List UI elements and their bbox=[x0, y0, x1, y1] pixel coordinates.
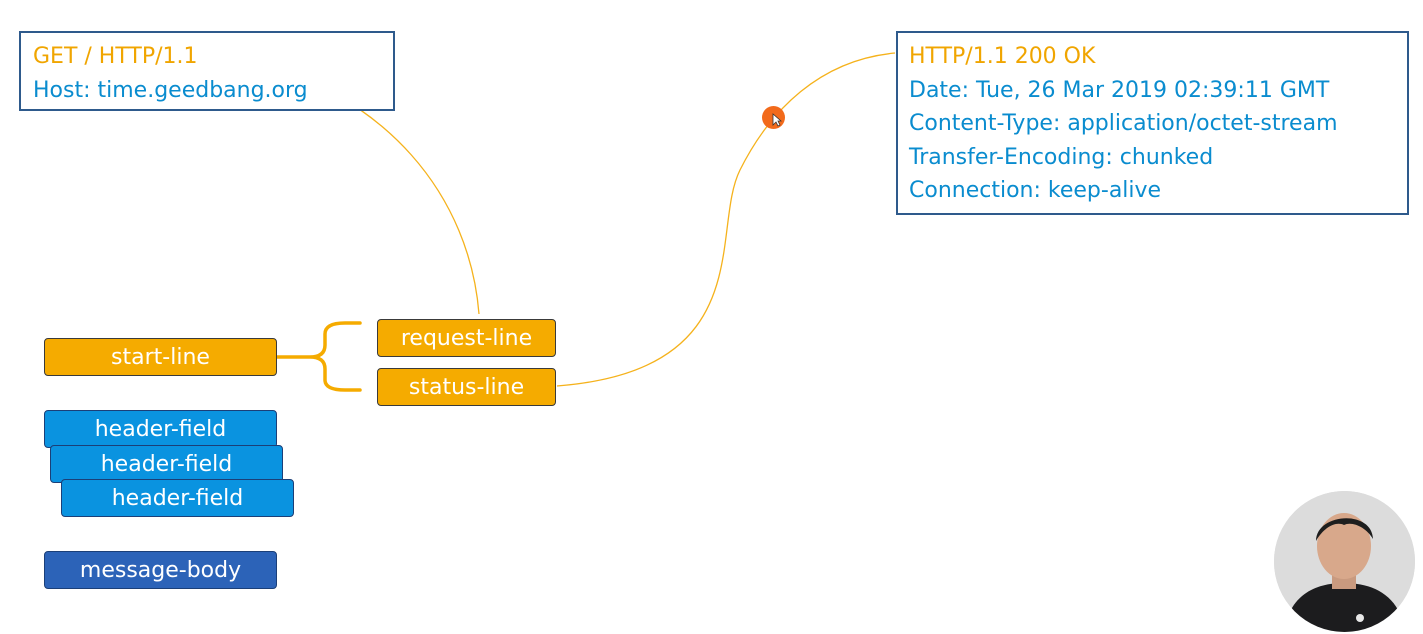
header-field-block: header-field bbox=[44, 410, 277, 448]
http-request-example: GET / HTTP/1.1 Host: time.geedbang.org bbox=[19, 31, 395, 111]
header-field-block: header-field bbox=[61, 479, 294, 517]
response-arrow-curve bbox=[556, 52, 896, 387]
response-header-connection: Connection: keep-alive bbox=[909, 178, 1162, 203]
presenter-avatar bbox=[1274, 491, 1415, 632]
response-header-content-type: Content-Type: application/octet-stream bbox=[909, 111, 1338, 136]
status-line-block: status-line bbox=[377, 368, 556, 406]
mouse-cursor-icon bbox=[772, 113, 782, 127]
response-status-line: HTTP/1.1 200 OK bbox=[909, 44, 1096, 69]
response-header-date: Date: Tue, 26 Mar 2019 02:39:11 GMT bbox=[909, 77, 1330, 103]
brace-connector bbox=[275, 321, 362, 392]
start-line-block: start-line bbox=[44, 338, 277, 376]
response-header-transfer-encoding: Transfer-Encoding: chunked bbox=[909, 144, 1214, 170]
request-header-host: Host: time.geedbang.org bbox=[33, 77, 308, 103]
http-response-example: HTTP/1.1 200 OK Date: Tue, 26 Mar 2019 0… bbox=[896, 31, 1409, 215]
request-start-line: GET / HTTP/1.1 bbox=[33, 44, 198, 69]
message-body-block: message-body bbox=[44, 551, 277, 589]
header-field-block: header-field bbox=[50, 445, 283, 483]
presenter-silhouette bbox=[1274, 491, 1415, 632]
request-line-block: request-line bbox=[377, 319, 556, 357]
